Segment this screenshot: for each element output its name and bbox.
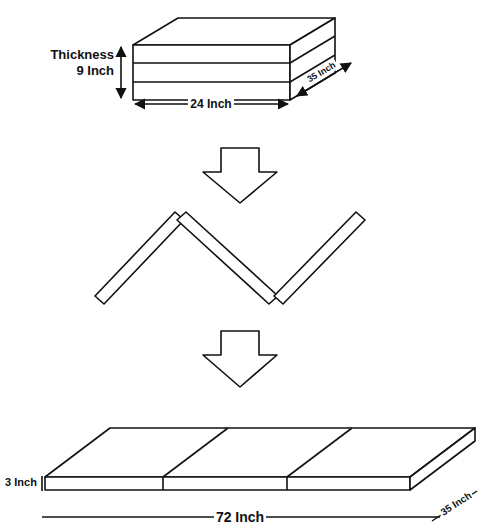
down-arrow	[203, 331, 277, 387]
depth-label: 35 Inch	[437, 488, 476, 519]
flat-top	[45, 428, 475, 477]
thickness-bar	[41, 476, 43, 491]
width-label: 24 Inch	[188, 97, 233, 111]
length-label: 72 Inch	[214, 509, 266, 526]
stack-front	[133, 45, 290, 100]
fold-panel	[177, 212, 278, 304]
thickness-label: 3 Inch	[3, 476, 39, 489]
fold-panel	[274, 212, 365, 304]
thickness-arrow	[120, 47, 122, 98]
down-arrow	[203, 148, 277, 203]
flat-side	[410, 428, 475, 490]
flat-front	[45, 477, 410, 490]
fold-panel	[95, 212, 184, 304]
thickness-label: Thickness 9 Inch	[42, 47, 116, 78]
